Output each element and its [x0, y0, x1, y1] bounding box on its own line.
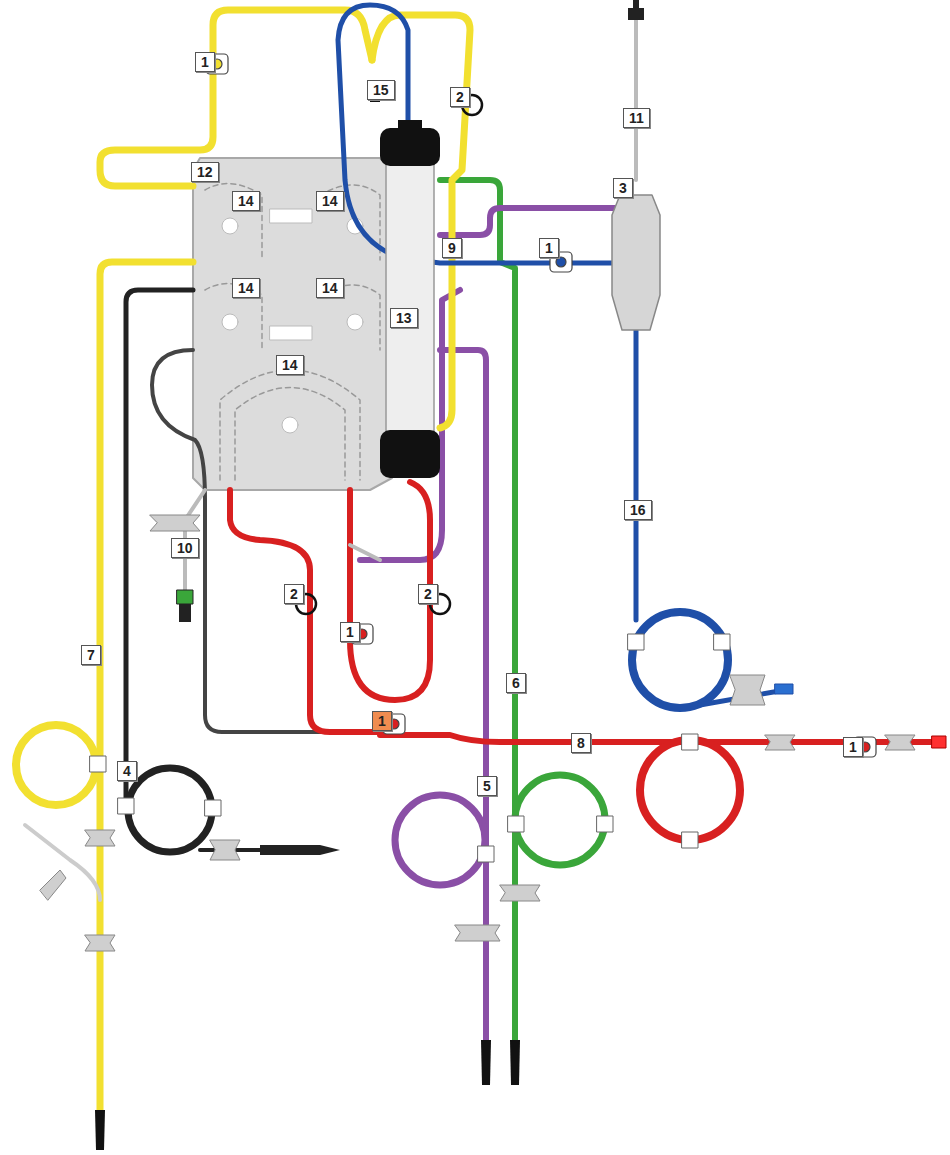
callout-number: 4	[117, 761, 137, 781]
callout-number: 13	[390, 308, 418, 328]
callout-number: 1	[843, 737, 863, 757]
callout-number: 16	[624, 500, 652, 520]
callout-number: 14	[316, 278, 344, 298]
callout-number: 14	[276, 355, 304, 375]
callout-number: 10	[171, 538, 199, 558]
callout-number: 1	[195, 52, 215, 72]
callout-number: 14	[232, 191, 260, 211]
callout-number: 1	[372, 711, 392, 731]
callout-number: 7	[81, 645, 101, 665]
callout-number: 8	[571, 733, 591, 753]
callout-number: 14	[316, 191, 344, 211]
callout-number: 3	[613, 178, 633, 198]
callout-number: 2	[418, 584, 438, 604]
callout-number: 5	[477, 776, 497, 796]
callout-number: 15	[367, 80, 395, 100]
callout-number: 14	[232, 278, 260, 298]
callout-number: 2	[450, 87, 470, 107]
callout-number: 11	[623, 108, 650, 128]
callout-number: 2	[284, 584, 304, 604]
callout-number: 1	[340, 622, 360, 642]
callout-number: 6	[506, 673, 526, 693]
callout-number: 12	[191, 162, 219, 182]
callout-number: 9	[442, 238, 462, 258]
callout-number: 1	[539, 238, 559, 258]
